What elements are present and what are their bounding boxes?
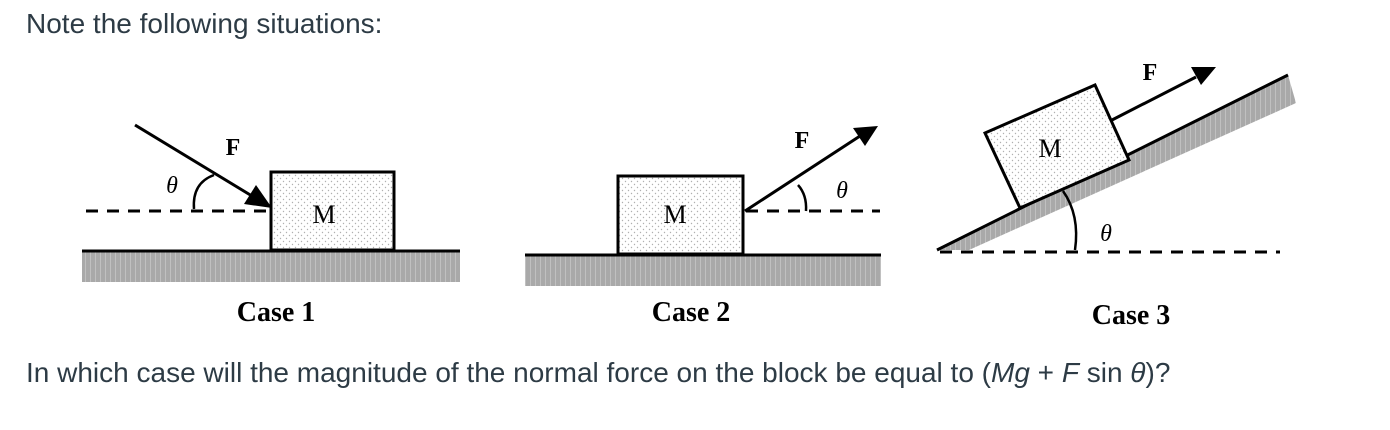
case-1-block-label: M [312, 200, 335, 229]
case-1-force-arrowhead [244, 185, 272, 208]
case-2-block [616, 174, 745, 256]
case-2-angle-label: θ [836, 178, 848, 204]
case-1-angle-label: θ [166, 173, 178, 199]
case-1-block [269, 170, 396, 252]
case-2-caption: Case 2 [652, 297, 731, 328]
case-3-angle-arc [1061, 190, 1078, 251]
case-3-force-label: F [1143, 60, 1158, 86]
case-3-force-arrow [1111, 75, 1197, 122]
case-1-force-arrow [134, 123, 253, 198]
case-2-force-arrowhead [853, 126, 878, 146]
case-3-block [982, 83, 1131, 210]
case-3-diagram: M F θ Case 3 [936, 60, 1296, 331]
case-3-angle-label: θ [1100, 221, 1112, 247]
case-1-caption: Case 1 [237, 297, 316, 328]
case-3-block-label: M [1038, 134, 1061, 163]
case-2-block-label: M [663, 200, 686, 229]
intro-text: Note the following situations: [26, 8, 383, 39]
case-2-force-label: F [795, 128, 810, 154]
case-1-diagram: M F θ Case 1 [82, 123, 460, 328]
case-3-force-arrowhead [1191, 67, 1216, 85]
case-1-ground [82, 252, 460, 282]
case-1-angle-arc [192, 173, 215, 210]
case-2-angle-arc [797, 184, 808, 212]
case-3-caption: Case 3 [1092, 300, 1171, 331]
question-text: In which case will the magnitude of the … [26, 357, 1171, 388]
case-2-force-arrow [744, 134, 861, 213]
case-1-force-label: F [226, 135, 241, 161]
case-2-ground [525, 256, 881, 286]
case-2-diagram: M F θ Case 2 [525, 126, 881, 328]
